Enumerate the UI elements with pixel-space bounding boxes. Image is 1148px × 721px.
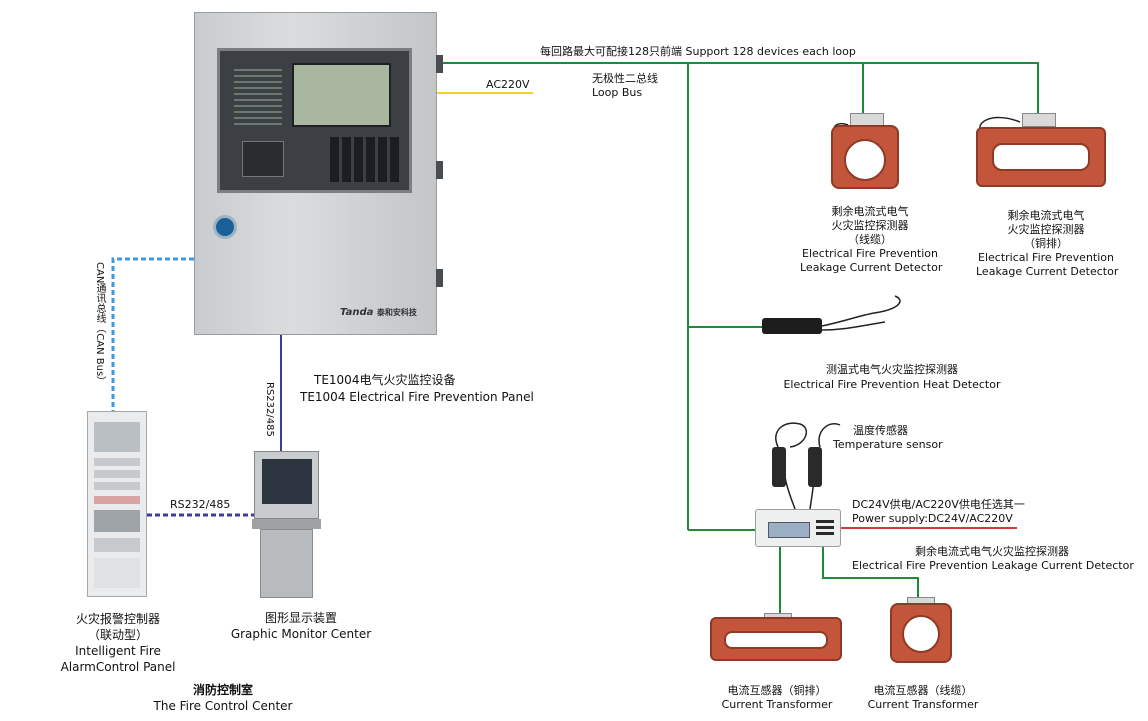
control-room-en: The Fire Control Center	[153, 699, 293, 713]
graphic-monitor-cn: 图形显示装置	[264, 611, 337, 625]
ct-cable-cn: 电流互感器（线缆）	[873, 684, 973, 697]
module-detector-cn: 剩余电流式电气火灾监控探测器	[915, 545, 1069, 558]
loop-capacity-note: 每回路最大可配接128只前端 Support 128 devices each …	[540, 45, 856, 58]
detector-cable-device	[822, 113, 902, 189]
panel-hinge-top	[436, 55, 443, 73]
graphic-monitor-caption: 图形显示装置 Graphic Monitor Center	[226, 610, 376, 642]
temp-probe-right	[808, 447, 822, 487]
detector-cable-caption: 剩余电流式电气 火灾监控探测器 （线缆） Electrical Fire Pre…	[800, 205, 943, 275]
panel-brand-cn: 泰和安科技	[376, 308, 417, 317]
fire-alarm-cn1: 火灾报警控制器	[75, 612, 160, 626]
detector-cable-cn1: 剩余电流式电气	[831, 205, 909, 218]
loop-bus-en: Loop Bus	[592, 86, 643, 99]
ct-cable-ring-hole	[902, 615, 940, 653]
heat-detector-en: Electrical Fire Prevention Heat Detector	[783, 378, 1001, 391]
detector-cable-cn3: （线缆）	[848, 233, 892, 246]
rs485-horizontal-label: RS232/485	[170, 498, 231, 511]
ct-busbar-caption: 电流互感器（铜排） Current Transformer	[712, 684, 842, 712]
panel-lcd-screen	[292, 63, 391, 127]
heat-detector-device	[762, 318, 822, 334]
panel-hinge-bottom	[436, 269, 443, 287]
can-bus-line	[111, 257, 194, 411]
module-detector-buttons	[816, 520, 834, 538]
module-detector-display	[768, 522, 810, 538]
panel-key-lock	[213, 215, 237, 239]
fire-alarm-cabinet	[87, 411, 147, 597]
detector-cable-en2: Leakage Current Detector	[800, 261, 943, 274]
panel-caption-en: TE1004 Electrical Fire Prevention Panel	[300, 390, 534, 404]
ct-cable-en: Current Transformer	[867, 698, 979, 711]
heat-detector-caption: 测温式电气火灾监控探测器 Electrical Fire Prevention …	[772, 362, 1012, 392]
fire-alarm-caption: 火灾报警控制器 （联动型） Intelligent Fire AlarmCont…	[58, 611, 178, 675]
temp-sensor-cn: 温度传感器	[853, 424, 908, 437]
ct-cable-caption: 电流互感器（线缆） Current Transformer	[858, 684, 988, 712]
power-supply-cn: DC24V供电/AC220V供电任选其一	[852, 498, 1025, 511]
panel-led-grid	[234, 65, 282, 129]
detector-busbar-en1: Electrical Fire Prevention	[978, 251, 1114, 264]
temp-sensor-caption: 温度传感器 Temperature sensor	[833, 424, 943, 452]
ct-cable-device	[890, 597, 952, 663]
detector-busbar-cn2: 火灾监控探测器	[1007, 223, 1085, 236]
module-detector-device	[755, 509, 841, 547]
fire-alarm-cn2: （联动型）	[87, 628, 148, 642]
loop-bus-cn: 无极性二总线	[592, 72, 658, 85]
module-detector-caption: 剩余电流式电气火灾监控探测器 Electrical Fire Preventio…	[852, 545, 1134, 573]
power-supply-en: Power supply:DC24V/AC220V	[852, 512, 1013, 525]
detector-busbar-tag	[1022, 113, 1056, 127]
ct-busbar-cn: 电流互感器（铜排）	[727, 684, 827, 697]
panel-brand: Tanda 泰和安科技	[340, 307, 417, 318]
temp-sensor-en: Temperature sensor	[833, 438, 943, 451]
kiosk-monitor	[254, 451, 319, 519]
ct-cable-link	[822, 547, 919, 598]
detector-cable-cn2: 火灾监控探测器	[831, 219, 909, 232]
panel-keypad	[330, 137, 400, 182]
rs485-vertical-label: RS232/485	[264, 382, 275, 437]
loop-bus-top	[437, 62, 1039, 113]
graphic-monitor-en: Graphic Monitor Center	[230, 627, 372, 641]
panel-caption: TE1004电气火灾监控设备 TE1004 Electrical Fire Pr…	[300, 372, 534, 406]
temp-probe-left	[772, 447, 786, 487]
detector-cable-en1: Electrical Fire Prevention	[802, 247, 938, 260]
ac220v-label: AC220V	[486, 78, 530, 91]
loop-bus-lines	[437, 62, 1039, 614]
detector-busbar-cn1: 剩余电流式电气	[1007, 209, 1085, 222]
detector-busbar-en2: Leakage Current Detector	[976, 265, 1119, 278]
detector-cable-ring-hole	[844, 139, 886, 181]
control-room-cn: 消防控制室	[192, 683, 253, 697]
detector-busbar-slot	[992, 143, 1090, 171]
loop-bus-label: 无极性二总线 Loop Bus	[592, 72, 658, 100]
fire-alarm-en1: Intelligent Fire	[75, 644, 161, 658]
graphic-monitor-kiosk	[252, 451, 321, 598]
detector-busbar-cn3: （铜排）	[1024, 237, 1068, 250]
panel-face	[217, 48, 412, 193]
ct-busbar-slot	[724, 631, 828, 649]
panel-caption-cn: TE1004电气火灾监控设备	[314, 373, 456, 387]
kiosk-cabinet	[260, 529, 313, 598]
panel-printer	[242, 141, 284, 177]
ct-busbar-device	[710, 613, 842, 661]
panel-hinge-middle	[436, 161, 443, 179]
power-supply-caption: DC24V供电/AC220V供电任选其一 Power supply:DC24V/…	[852, 498, 1025, 526]
control-room-caption: 消防控制室 The Fire Control Center	[138, 682, 308, 714]
detector-busbar-device	[974, 113, 1106, 188]
kiosk-screen	[262, 459, 312, 504]
heat-detector-wires	[821, 295, 901, 331]
kiosk-keyboard	[252, 519, 321, 529]
heat-detector-cn: 测温式电气火灾监控探测器	[826, 363, 958, 376]
can-bus-label: CAN通讯总线（CAN Bus）	[94, 262, 105, 387]
panel-brand-logo: Tanda	[340, 307, 374, 318]
module-detector-en: Electrical Fire Prevention Leakage Curre…	[852, 559, 1134, 572]
electrical-fire-panel-device: Tanda 泰和安科技	[194, 12, 443, 335]
detector-busbar-caption: 剩余电流式电气 火灾监控探测器 （铜排） Electrical Fire Pre…	[976, 209, 1119, 279]
ct-busbar-en: Current Transformer	[721, 698, 833, 711]
fire-alarm-en2: AlarmControl Panel	[60, 660, 176, 674]
